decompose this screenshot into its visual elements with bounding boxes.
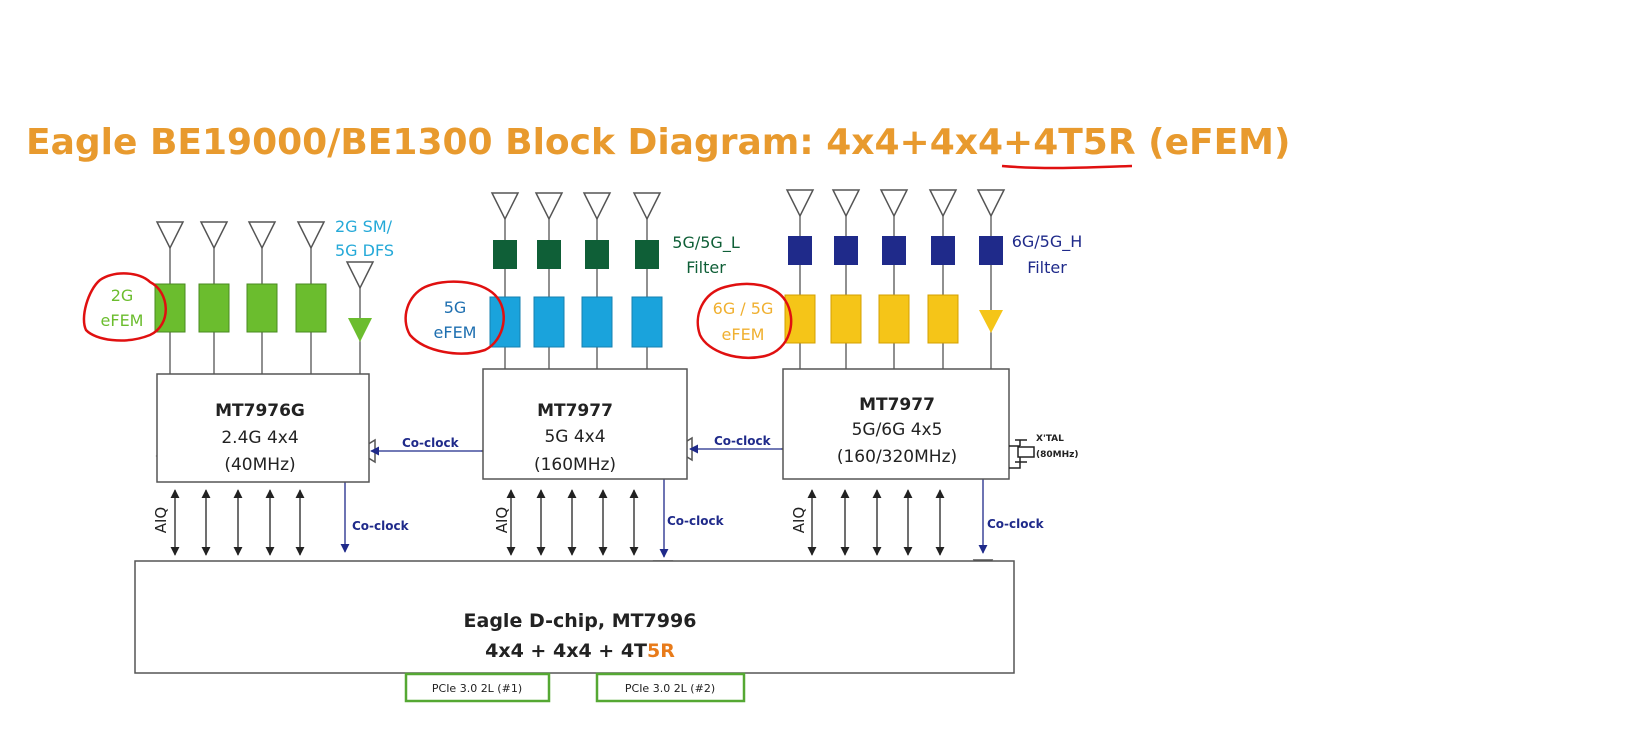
chip-band: 5G/6G 4x5 [852, 420, 943, 440]
efem-5g-block [533, 296, 565, 348]
chip-name: MT7976G [215, 401, 305, 421]
efem-6g-block [878, 294, 910, 344]
efem-6g-label: 6G / 5G [713, 299, 774, 318]
filter-5g-block [537, 240, 561, 269]
efem-6g-label: eFEM [722, 325, 765, 344]
antenna-icon [928, 189, 958, 218]
coclock-label: Co-clock [352, 519, 410, 533]
chip-bandwidth: (160/320MHz) [837, 447, 957, 467]
xtal-freq-label: (80MHz) [1036, 450, 1078, 460]
efem-2g-label: eFEM [101, 311, 144, 330]
crystal-oscillator-icon [1009, 439, 1035, 469]
antenna-icon [247, 221, 277, 250]
chip-name: MT7977 [537, 401, 613, 421]
dchip-box [134, 560, 1015, 674]
filter-5g-block [635, 240, 659, 269]
chip-bandwidth: (40MHz) [224, 455, 295, 475]
xtal-label: X'TAL [1036, 434, 1064, 444]
filter-5g-label: 5G/5G_L [672, 233, 740, 253]
efem-6g-amp-icon [979, 310, 1003, 333]
title-underline-annotation [1001, 164, 1133, 170]
antenna-icon [296, 221, 326, 250]
efem-5g-block [489, 296, 521, 348]
antenna-icon [582, 192, 612, 221]
antenna-icon [831, 189, 861, 218]
pcie-box-2 [595, 672, 746, 703]
filter-5g-label: Filter [686, 258, 726, 277]
efem-6g-block [927, 294, 959, 344]
efem-2g-block [198, 283, 230, 333]
annotation-circle-6g [696, 282, 793, 359]
pcie-label-2: PCIe 3.0 2L (#2) [625, 682, 715, 695]
antenna-icon [976, 189, 1006, 218]
chip-band: 2.4G 4x4 [221, 428, 298, 448]
sm-dfs-amp-icon [348, 318, 372, 342]
antenna-icon [534, 192, 564, 221]
filter-6g-label: Filter [1027, 258, 1067, 277]
filter-5g-block [585, 240, 609, 269]
filter-6g-block [882, 236, 906, 265]
filter-5g-block [493, 240, 517, 269]
efem-5g-label: eFEM [434, 323, 477, 342]
dchip-title: Eagle D-chip, MT7996 [464, 610, 697, 632]
antenna-icon [345, 261, 375, 290]
coclock-label: Co-clock [714, 434, 772, 448]
sm-dfs-label: 2G SM/ [335, 217, 393, 236]
efem-5g-block [581, 296, 613, 348]
dchip-config: 4x4 + 4x4 + 4T5R [485, 640, 675, 662]
pcie-label-1: PCIe 3.0 2L (#1) [432, 682, 522, 695]
dchip-config-prefix: 4x4 + 4x4 + 4T [485, 640, 647, 662]
title-highlight: (eFEM) [1148, 122, 1290, 163]
annotation-circle-5g [404, 280, 505, 355]
chip-band: 5G 4x4 [544, 427, 605, 447]
efem-2g-label: 2G [111, 286, 134, 305]
antenna-icon [155, 221, 185, 250]
antenna-icon [490, 192, 520, 221]
chip-box-mt7976g [156, 373, 370, 483]
chip-box-mt7977-6g [782, 368, 1010, 480]
efem-6g-block [784, 294, 816, 344]
chip-box-mt7977-5g [482, 368, 688, 480]
efem-5g-label: 5G [444, 298, 467, 317]
pcie-box-1 [404, 672, 551, 703]
antenna-icon [199, 221, 229, 250]
efem-2g-block [246, 283, 278, 333]
antenna-icon [785, 189, 815, 218]
diagram-title: Eagle BE19000/BE1300 Block Diagram: 4x4+… [26, 122, 1290, 163]
efem-5g-block [631, 296, 663, 348]
annotation-circle-2g [82, 272, 167, 342]
efem-6g-block [830, 294, 862, 344]
sm-dfs-label: 5G DFS [335, 241, 394, 260]
aiq-label: AIQ [152, 507, 170, 534]
filter-6g-block [834, 236, 858, 265]
antenna-icon [632, 192, 662, 221]
filter-6g-label: 6G/5G_H [1012, 232, 1083, 252]
filter-6g-block [931, 236, 955, 265]
title-main: Eagle BE19000/BE1300 Block Diagram: 4x4+… [26, 122, 1148, 163]
filter-6g-block [788, 236, 812, 265]
coclock-label: Co-clock [987, 517, 1045, 531]
dchip-config-suffix: 5R [647, 640, 675, 662]
aiq-label: AIQ [790, 507, 808, 534]
chip-bandwidth: (160MHz) [534, 455, 616, 475]
efem-2g-block [295, 283, 327, 333]
filter-6g-block [979, 236, 1003, 265]
antenna-icon [879, 189, 909, 218]
aiq-label: AIQ [493, 507, 511, 534]
coclock-label: Co-clock [402, 436, 460, 450]
coclock-label: Co-clock [667, 514, 725, 528]
chip-name: MT7977 [859, 395, 935, 415]
